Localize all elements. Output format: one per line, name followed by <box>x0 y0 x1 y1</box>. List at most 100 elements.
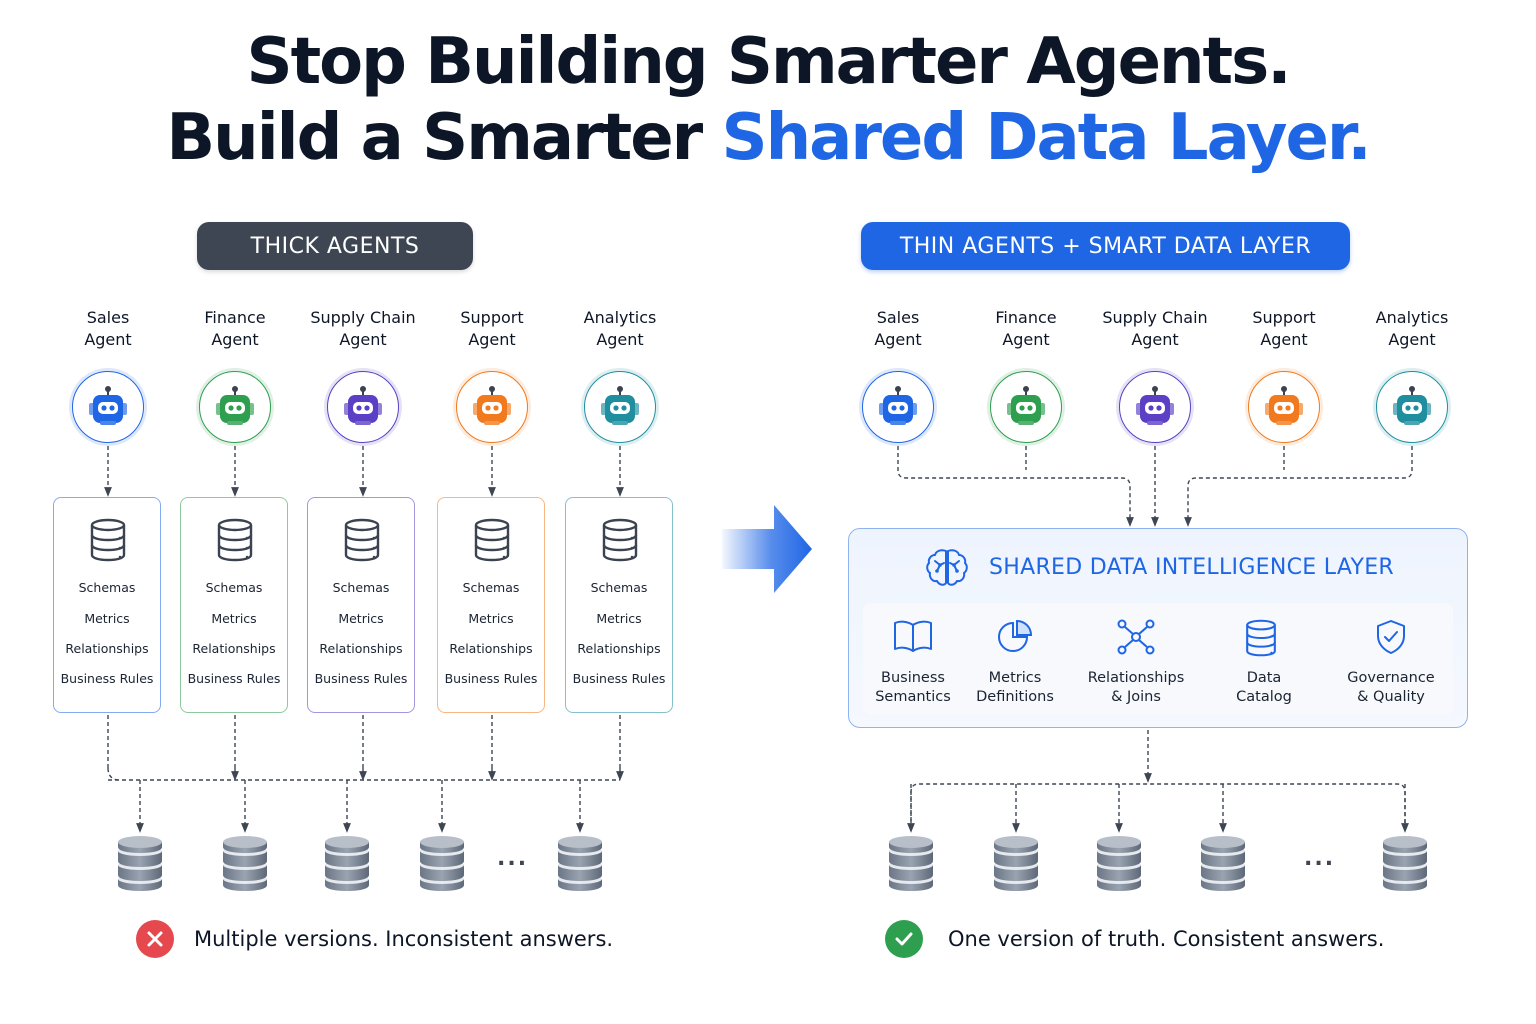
book-icon <box>893 619 933 658</box>
page-title-line-1: Stop Building Smarter Agents. <box>246 25 1291 99</box>
agent-name: Supply Chain <box>1102 308 1208 327</box>
thin-agents-pill: THIN AGENTS + SMART DATA LAYER <box>861 222 1350 270</box>
connector-line <box>910 783 1406 828</box>
connector-line <box>897 446 1134 527</box>
left-status-text: Multiple versions. Inconsistent answers. <box>194 927 614 951</box>
database-icon <box>473 518 511 567</box>
shared-layer-title: SHARED DATA INTELLIGENCE LAYER <box>989 555 1395 580</box>
database-icon <box>343 518 381 567</box>
agent-suffix: Agent <box>874 330 922 349</box>
robot-icon <box>1248 371 1320 443</box>
robot-icon <box>990 371 1062 443</box>
database-cylinder-icon <box>418 835 466 896</box>
agent-suffix: Agent <box>1131 330 1179 349</box>
agent-suffix: Agent <box>339 330 387 349</box>
robot-icon <box>327 371 399 443</box>
database-cylinder-icon <box>1381 835 1429 896</box>
shield-check-icon <box>1371 619 1411 660</box>
title-prefix: Build a Smarter <box>166 101 722 175</box>
agent-name: Finance <box>995 308 1057 327</box>
knowledge-item: Business Rules <box>187 671 281 686</box>
agent-suffix: Agent <box>211 330 259 349</box>
database-cylinder-icon <box>116 835 164 896</box>
knowledge-item: Business Rules <box>60 671 154 686</box>
agent-name: Support <box>1252 308 1316 327</box>
knowledge-item: Schemas <box>590 580 648 595</box>
robot-icon <box>72 371 144 443</box>
agent-name: Finance <box>204 308 266 327</box>
network-icon <box>1116 619 1156 660</box>
agent-suffix: Agent <box>596 330 644 349</box>
knowledge-item: Relationships <box>319 641 403 656</box>
agent-suffix: Agent <box>468 330 516 349</box>
error-x-icon <box>136 920 174 958</box>
knowledge-item: Relationships <box>65 641 149 656</box>
connector-line <box>107 767 121 781</box>
database-cylinder-icon <box>556 835 604 896</box>
agent-suffix: Agent <box>84 330 132 349</box>
knowledge-item: Relationships <box>449 641 533 656</box>
transition-arrow-icon <box>722 505 812 593</box>
database-cylinder-icon <box>1199 835 1247 896</box>
thick-agents-pill: THICK AGENTS <box>197 222 473 270</box>
left-status: Multiple versions. Inconsistent answers. <box>136 920 613 958</box>
right-status: One version of truth. Consistent answers… <box>885 920 1384 958</box>
robot-icon <box>1376 371 1448 443</box>
knowledge-item: Metrics <box>84 611 130 626</box>
agent-name: Supply Chain <box>310 308 416 327</box>
database-icon <box>89 518 127 567</box>
right-status-text: One version of truth. Consistent answers… <box>948 927 1385 951</box>
title-accent: Shared Data Layer. <box>721 101 1372 175</box>
knowledge-item: Relationships <box>577 641 661 656</box>
robot-icon <box>1119 371 1191 443</box>
knowledge-item: Schemas <box>462 580 520 595</box>
connector-line <box>1184 446 1413 527</box>
brain-icon <box>926 549 968 586</box>
database-icon <box>1244 619 1278 662</box>
left-ellipsis: ... <box>497 846 529 871</box>
database-icon <box>601 518 639 567</box>
knowledge-item: Business Rules <box>314 671 408 686</box>
robot-icon <box>456 371 528 443</box>
agent-name: Sales <box>86 308 130 327</box>
agent-suffix: Agent <box>1260 330 1308 349</box>
shared-feature-label: Governance& Quality <box>1347 670 1435 705</box>
knowledge-item: Schemas <box>78 580 136 595</box>
right-ellipsis: ... <box>1304 846 1336 871</box>
agent-name: Analytics <box>1375 308 1449 327</box>
robot-icon <box>584 371 656 443</box>
shared-feature-label: Relationships& Joins <box>1087 670 1185 705</box>
database-cylinder-icon <box>323 835 371 896</box>
knowledge-item: Relationships <box>192 641 276 656</box>
knowledge-item: Schemas <box>332 580 390 595</box>
success-check-icon <box>885 920 923 958</box>
database-cylinder-icon <box>221 835 269 896</box>
knowledge-item: Metrics <box>468 611 514 626</box>
database-cylinder-icon <box>887 835 935 896</box>
robot-icon <box>199 371 271 443</box>
pie-chart-icon <box>995 619 1035 660</box>
database-cylinder-icon <box>992 835 1040 896</box>
agent-name: Support <box>460 308 524 327</box>
knowledge-item: Metrics <box>211 611 257 626</box>
agent-name: Sales <box>876 308 920 327</box>
knowledge-item: Metrics <box>338 611 384 626</box>
